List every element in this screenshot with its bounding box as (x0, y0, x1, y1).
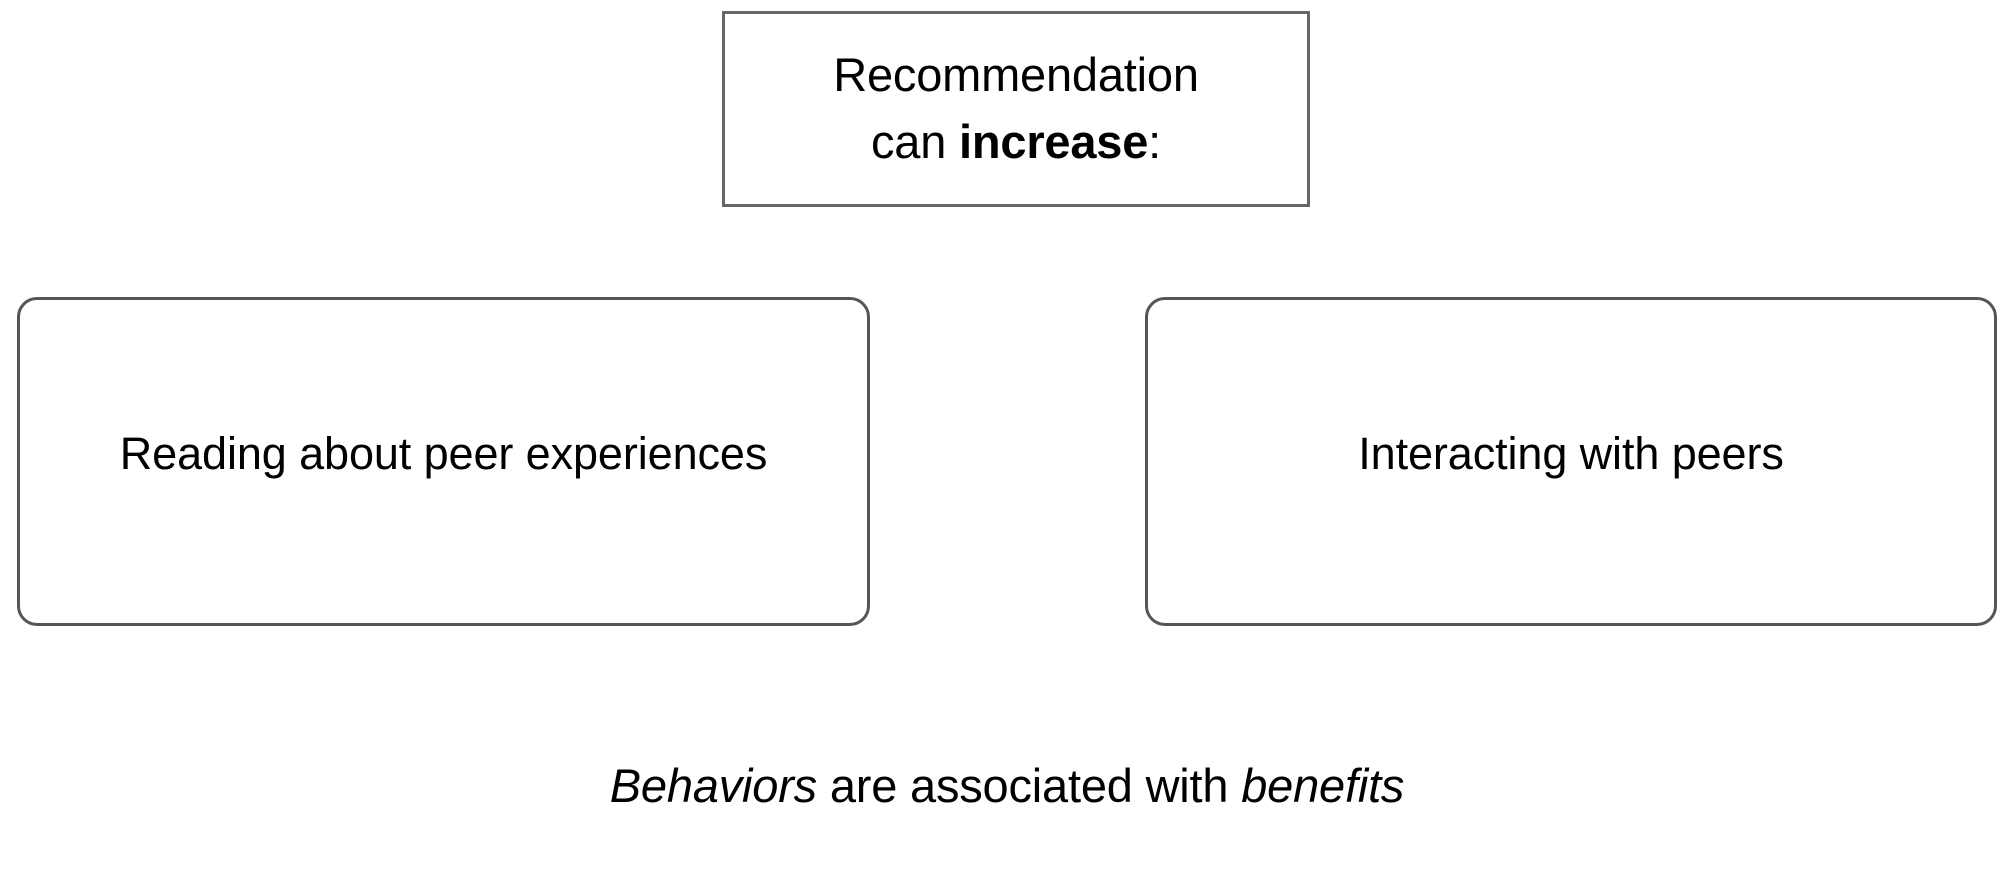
caption-emphasis-behaviors: Behaviors (609, 759, 817, 812)
header-line-2-prefix: can (870, 115, 960, 168)
header-line-2: can increase: (871, 109, 1161, 176)
branch-box-interacting-with-peers: Interacting with peers (1145, 297, 1997, 626)
header-line-1-text: Recommendation (833, 48, 1199, 102)
header-line-1: Recommendation (833, 42, 1199, 109)
header-line-2-suffix: : (1148, 115, 1162, 168)
caption-emphasis-benefits: benefits (1241, 759, 1405, 812)
header-emphasis-increase: increase (959, 115, 1149, 168)
caption-plain-text: are associated with (816, 759, 1242, 812)
bottom-caption: Behaviors are associated with benefits (0, 758, 2014, 814)
branch-label-reading-about-peer-experiences: Reading about peer experiences (119, 427, 768, 479)
branch-box-reading-about-peer-experiences: Reading about peer experiences (17, 297, 870, 626)
header-box: Recommendation can increase: (722, 11, 1310, 207)
branch-label-interacting-with-peers: Interacting with peers (1358, 427, 1784, 479)
